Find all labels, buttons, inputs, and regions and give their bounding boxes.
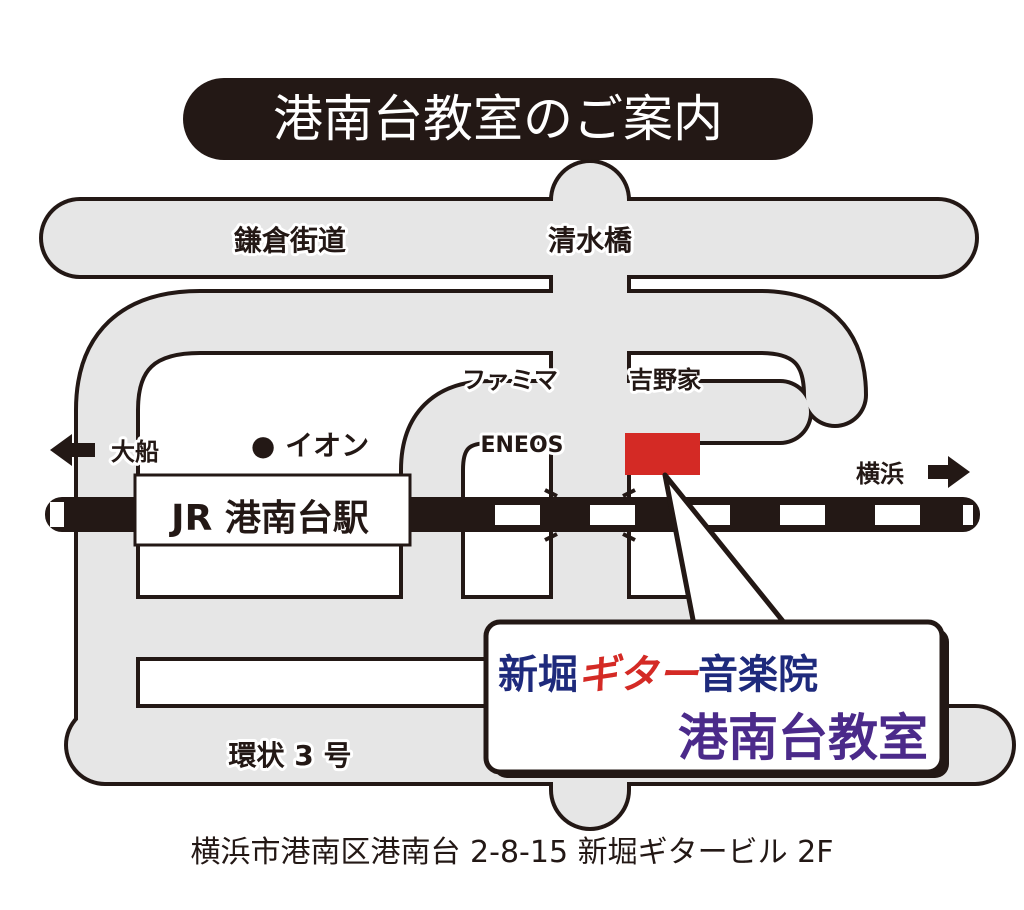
map-title: 港南台教室のご案内 <box>273 90 723 148</box>
station-box <box>133 473 412 547</box>
address: 横浜市港南区港南台 2-8-15 新堀ギタービル 2F <box>191 835 834 870</box>
branch-name: 港南台教室 <box>678 709 928 767</box>
direction-east: 横浜 <box>853 456 970 491</box>
road-label-shimizubashi: 清水橋 <box>548 224 633 257</box>
railway: JR 港南台駅 <box>45 473 980 547</box>
school-callout: 新堀ギター音楽院 港南台教室 <box>483 619 949 778</box>
arrow-right-icon <box>928 456 970 488</box>
landmark-yoshinoya: 吉野家 <box>629 366 701 394</box>
crossing-marks <box>544 488 636 542</box>
landmark-eneos: ENEOS <box>480 433 563 458</box>
road-label-kamakura: 鎌倉街道 <box>234 224 346 257</box>
road-label-kanjo3: 環状 3 号 <box>229 739 352 772</box>
school-name: 新堀ギター音楽院 <box>498 652 818 698</box>
station-label: JR 港南台駅 <box>168 498 369 539</box>
svg-text:横浜: 横浜 <box>856 460 904 488</box>
school-marker[interactable] <box>625 433 700 475</box>
svg-text:大船: 大船 <box>111 438 159 466</box>
landmark-aeon: ● イオン <box>251 429 369 462</box>
direction-west: 大船 <box>50 434 162 469</box>
arrow-left-icon <box>50 434 95 466</box>
title-banner: 港南台教室のご案内 <box>183 78 813 160</box>
landmark-familymart: ファミマ <box>462 366 558 394</box>
